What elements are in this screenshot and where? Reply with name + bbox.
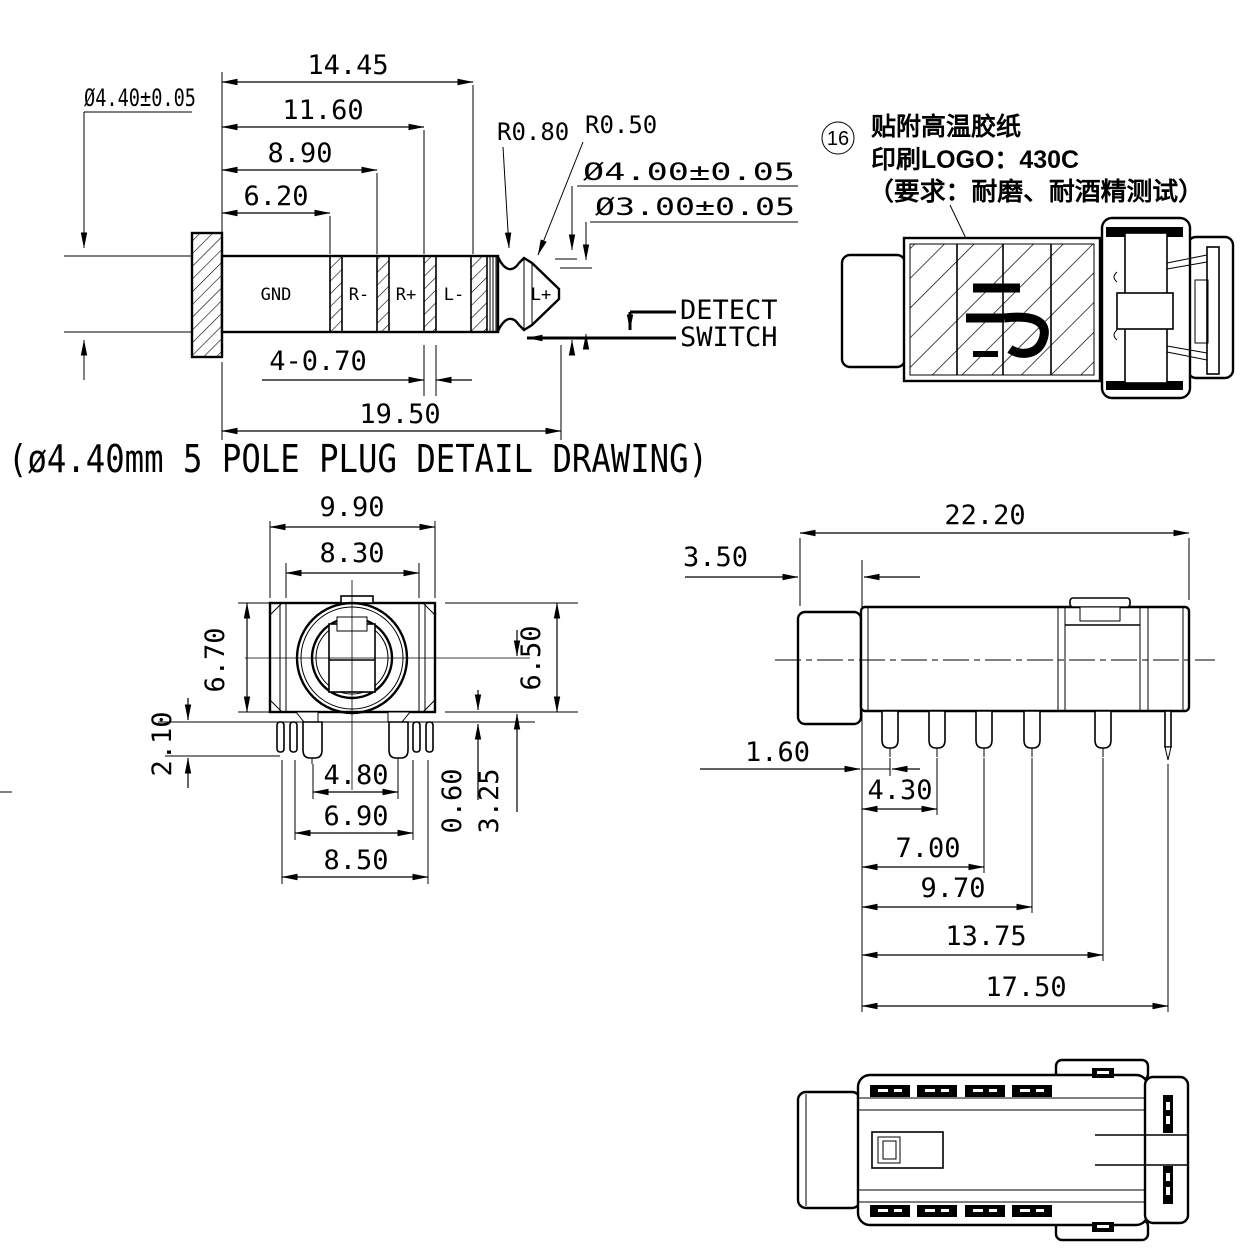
detect-label-2: SWITCH (680, 322, 778, 353)
front-pins (276, 721, 434, 764)
solder-pads (870, 1068, 1173, 1232)
dim-pins-outer: 8.50 (323, 845, 388, 876)
taped-connector-view (840, 216, 1235, 400)
side-barrel (796, 610, 863, 726)
dim-11-60: 11.60 (282, 95, 363, 126)
dim-pin5: 13.75 (945, 921, 1026, 952)
dim-pin6: 17.50 (985, 972, 1066, 1003)
detect-switch-callout: DETECT SWITCH (526, 295, 778, 353)
segment-r-plus: R+ (396, 285, 416, 305)
dim-standoff: 0.60 (437, 768, 468, 833)
dim-width-inner: 8.30 (319, 538, 384, 569)
dim-pin1: 1.60 (745, 737, 810, 768)
connector-clip-end (1100, 216, 1235, 400)
tape-note: 16 贴附高温胶纸 印刷LOGO：430C （要求：耐磨、耐酒精测试） (821, 112, 1204, 277)
side-view: 22.20 3.50 (683, 500, 1215, 1012)
bottom-clip-end (1143, 1075, 1190, 1225)
front-view: 9.90 8.30 (0, 492, 578, 884)
plug-shaft (220, 254, 500, 334)
note-number: 16 (827, 128, 849, 150)
dim-pin3: 7.00 (895, 833, 960, 864)
tape-hatch (909, 243, 1095, 376)
dim-6-20: 6.20 (243, 181, 308, 212)
dim-pin-length: 2.10 (147, 711, 178, 776)
dim-pins-mid: 6.90 (323, 801, 388, 832)
note-number-circle (821, 121, 855, 155)
dim-height-left: 6.70 (200, 627, 231, 692)
dim-radius-big: R0.80 (497, 118, 569, 146)
side-latch (1069, 597, 1131, 608)
bottom-barrel (796, 1090, 862, 1210)
dim-overall: 22.20 (944, 500, 1025, 531)
dim-pins-inner: 4.80 (323, 760, 388, 791)
connector-barrel (840, 253, 907, 369)
dim-shaft-dia: Ø4.40±0.05 (84, 84, 196, 112)
note-line-3: （要求：耐磨、耐酒精测试） (868, 177, 1204, 206)
dim-pin4: 9.70 (920, 873, 985, 904)
blue-highlight-mark (1073, 1251, 1135, 1260)
dim-height-right: 6.50 (516, 625, 547, 690)
dim-radius-small: R0.50 (585, 111, 657, 139)
dim-tip-dia: Ø4.00±0.05 (583, 158, 795, 186)
dim-8-90: 8.90 (267, 138, 332, 169)
segment-r-minus: R- (349, 285, 369, 305)
plug-tip (496, 256, 561, 332)
dim-center-to-base: 3.25 (474, 768, 505, 833)
dim-14-45: 14.45 (307, 50, 388, 81)
plug-view-caption: (ø4.40mm 5 POLE PLUG DETAIL DRAWING) (8, 437, 708, 481)
printed-logo (966, 283, 1049, 358)
detect-label-1: DETECT (680, 295, 778, 326)
bottom-view (796, 1058, 1190, 1260)
dim-left-offset: 3.50 (683, 542, 748, 573)
dim-width-outer: 9.90 (319, 492, 384, 523)
plug-detail-view: 14.45 11.60 8.90 6.20 Ø4.40±0.05 GND R- … (8, 50, 798, 481)
segment-l-plus: L+ (531, 285, 551, 305)
plug-flange (190, 231, 224, 359)
front-top-tab (340, 595, 374, 604)
dim-tip-dia2: Ø3.00±0.05 (595, 193, 795, 221)
segment-l-minus: L- (444, 285, 464, 305)
dim-band: 4-0.70 (269, 346, 367, 377)
dim-total-len: 19.50 (359, 399, 440, 430)
dim-pin2: 4.30 (867, 775, 932, 806)
segment-gnd: GND (261, 285, 292, 305)
side-pins (881, 710, 1172, 761)
note-line-1: 贴附高温胶纸 (871, 112, 1021, 141)
note-line-2: 印刷LOGO：430C (871, 146, 1079, 174)
